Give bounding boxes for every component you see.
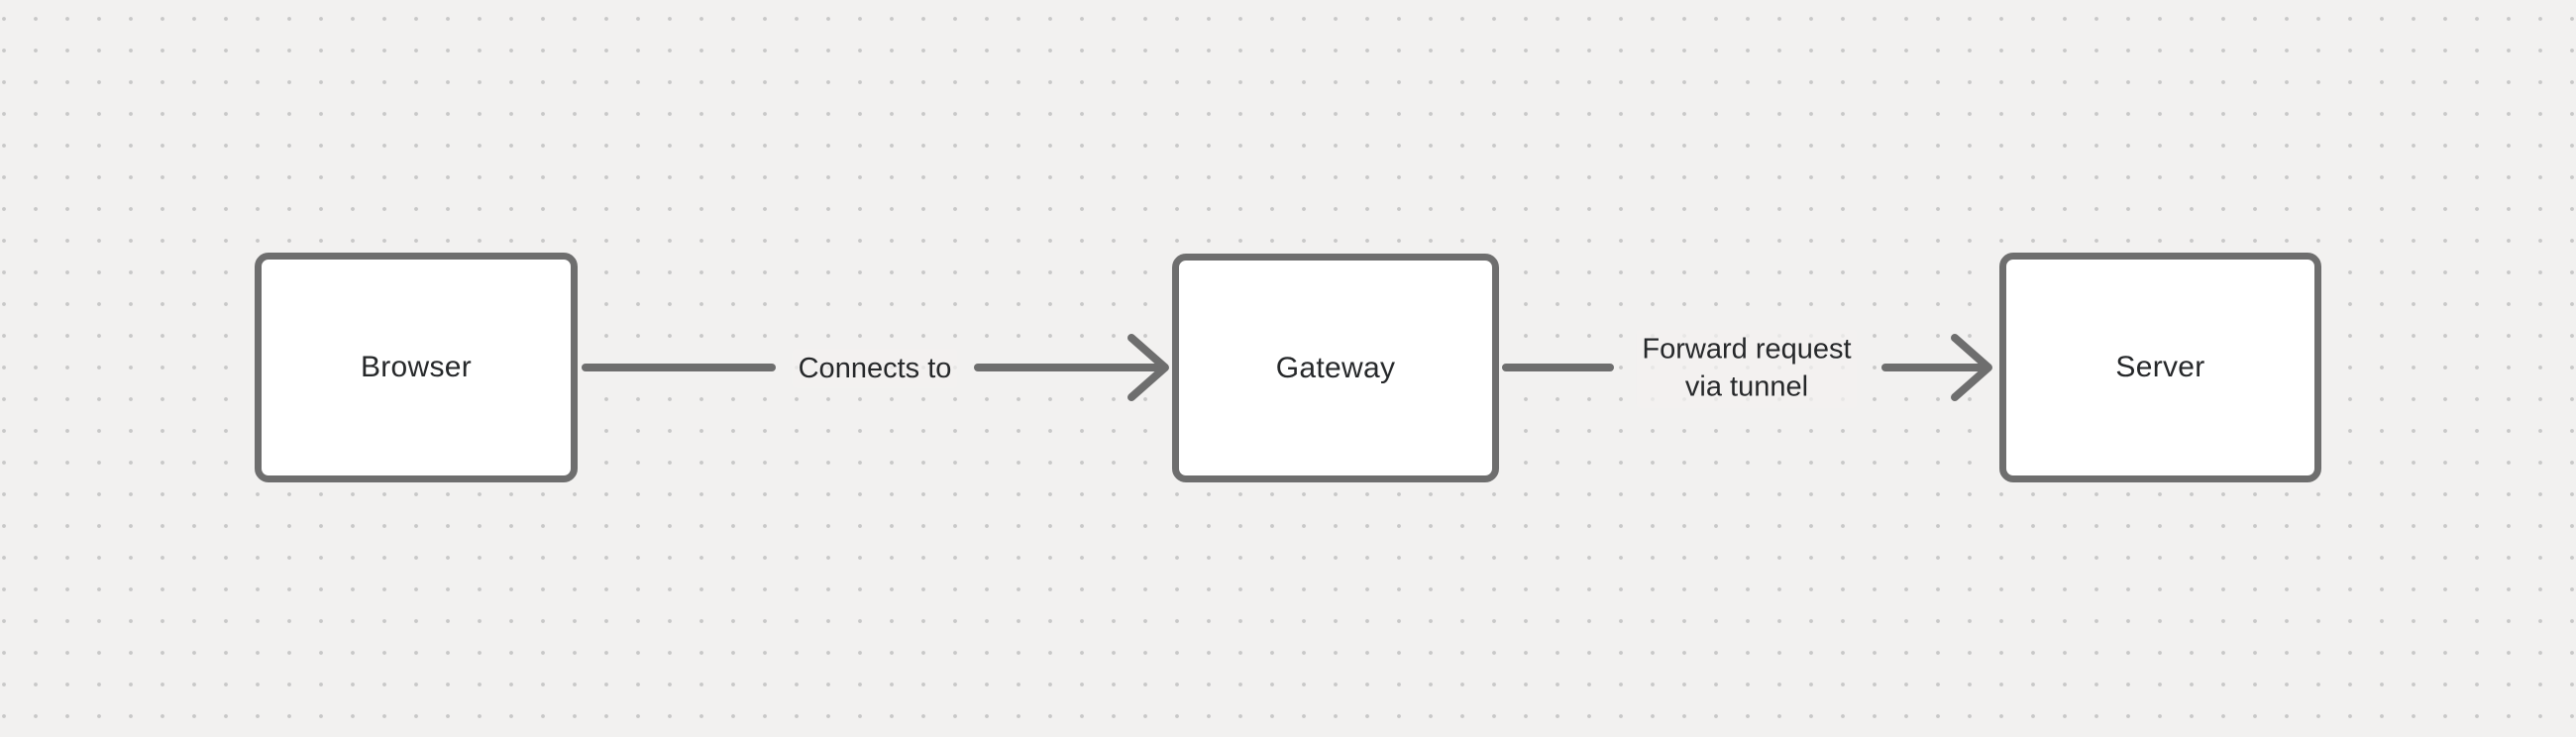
edge-gateway-server[interactable] — [1502, 334, 1992, 401]
node-label: Gateway — [1275, 351, 1396, 384]
node-label: Server — [2115, 351, 2205, 383]
edge-label-line: via tunnel — [1684, 371, 1809, 403]
arrowhead-icon — [1127, 334, 1169, 401]
node-browser[interactable]: Browser — [255, 253, 578, 482]
edge-label-connects-to[interactable]: Connects to — [792, 348, 958, 389]
edge-label-line: Forward request — [1642, 333, 1852, 366]
edge-label-forward-request[interactable]: Forward request via tunnel — [1636, 329, 1858, 408]
node-label: Browser — [360, 351, 473, 383]
node-gateway[interactable]: Gateway — [1172, 254, 1499, 482]
edge-label-line: Connects to — [798, 352, 952, 384]
node-server[interactable]: Server — [1999, 253, 2321, 482]
arrowhead-icon — [1951, 334, 1992, 401]
edge-browser-gateway[interactable] — [582, 334, 1169, 401]
